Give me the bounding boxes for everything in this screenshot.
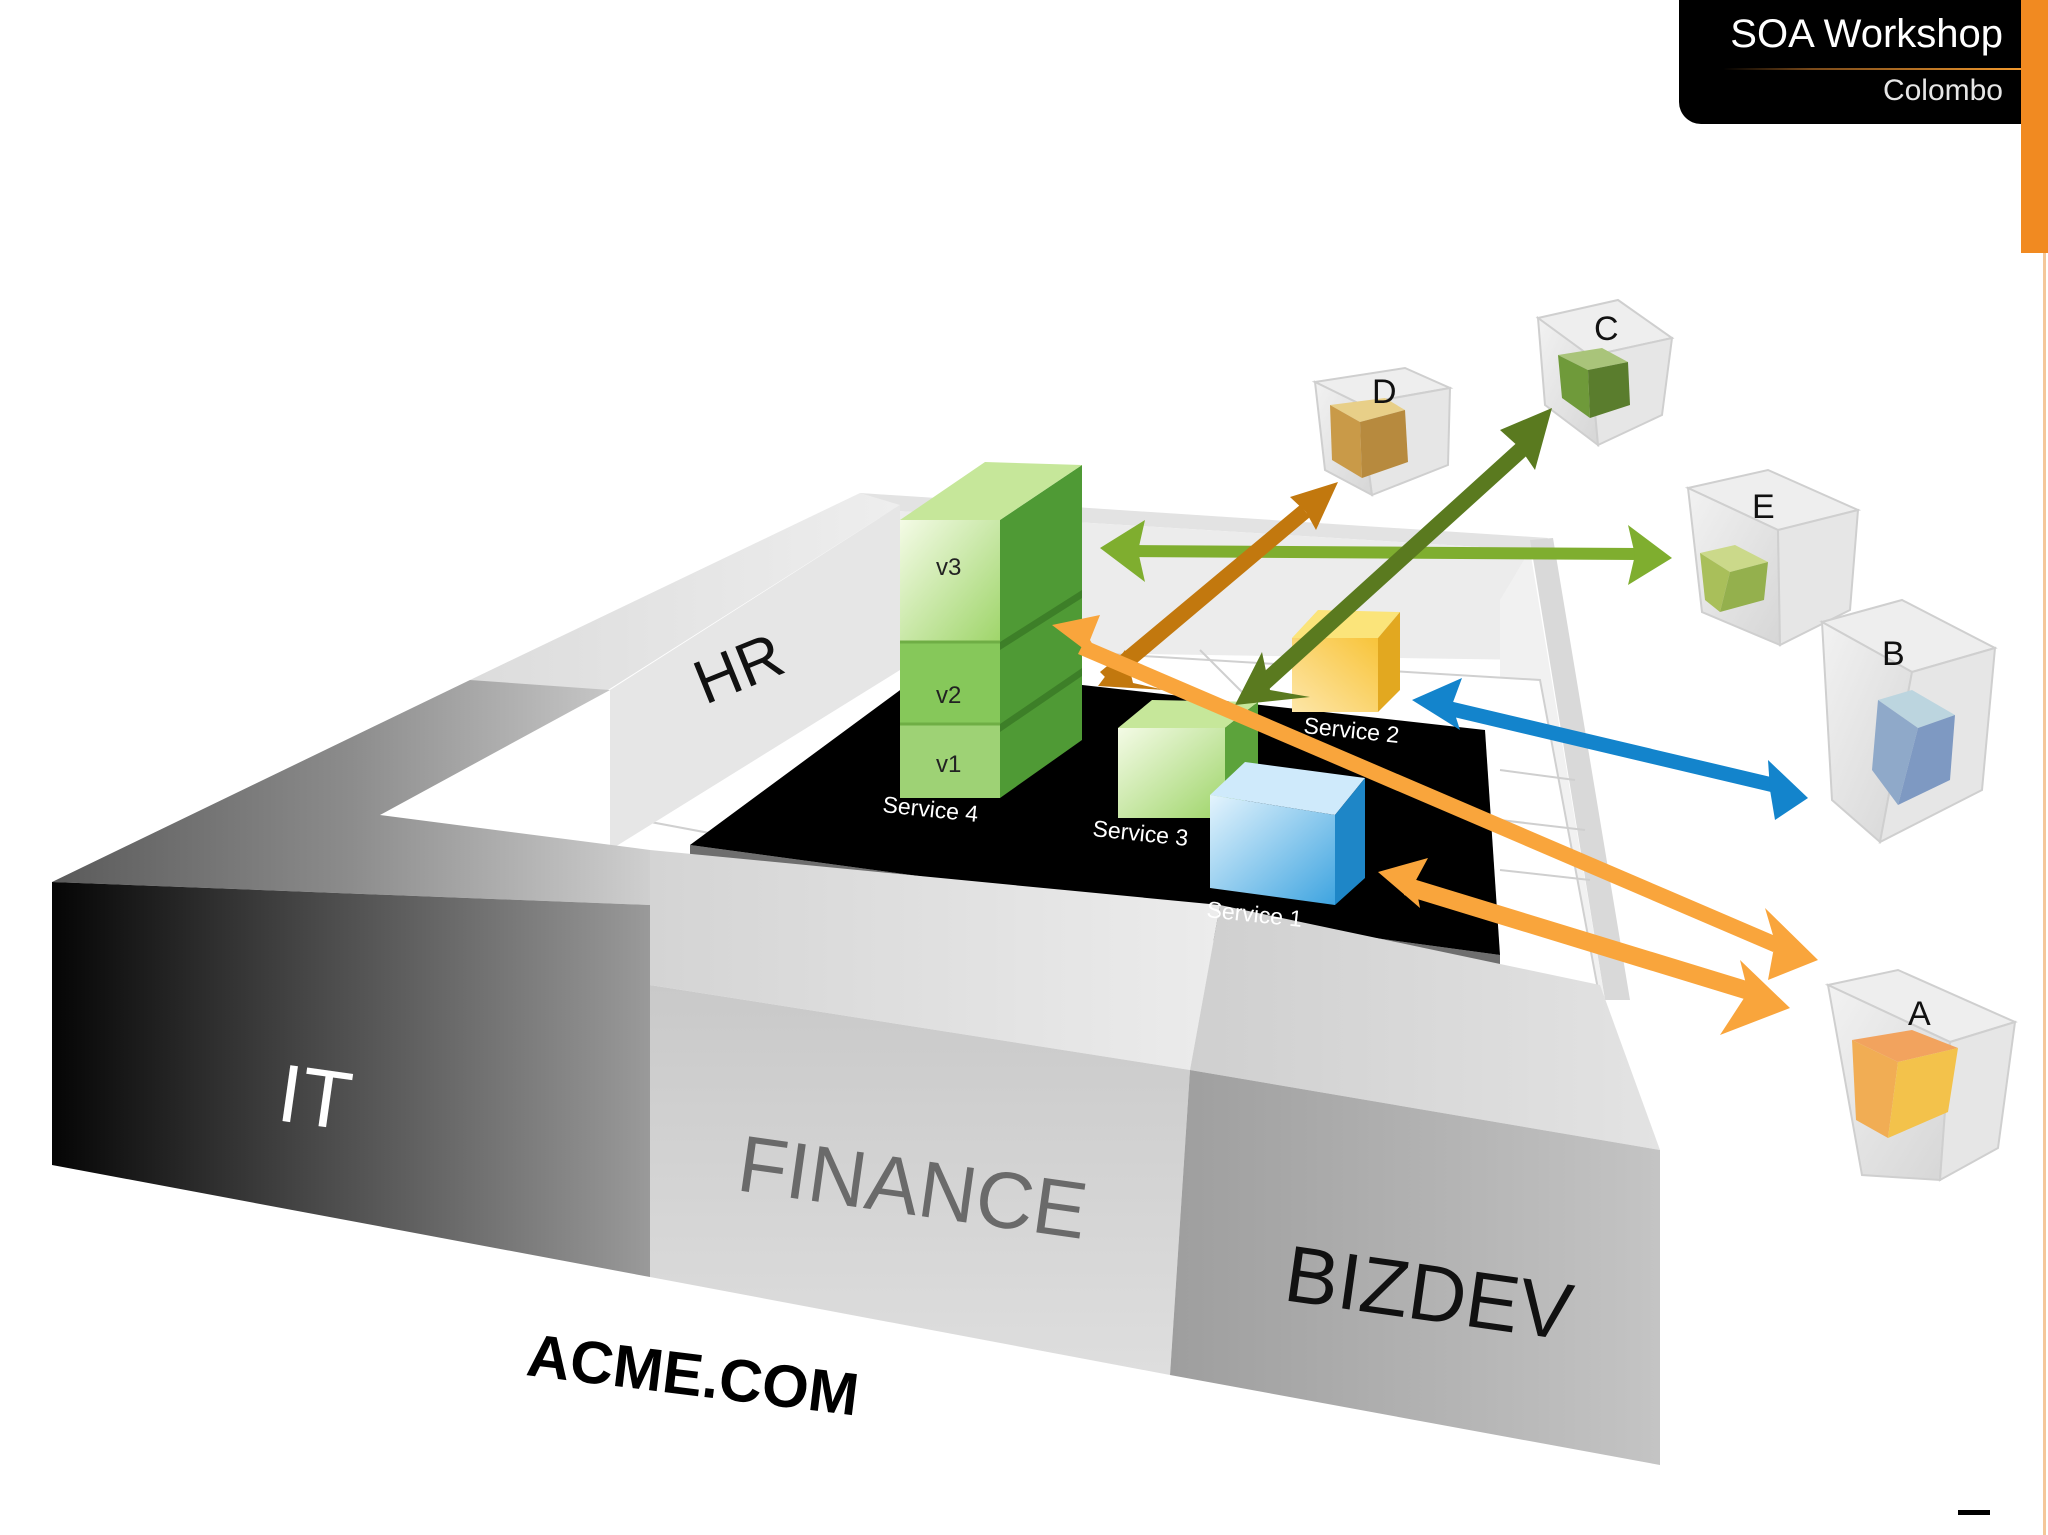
bizdev-wall-top <box>1190 905 1660 1150</box>
consumer-d-cube <box>1311 366 1454 497</box>
version-v2-label: v2 <box>936 682 961 709</box>
finance-wall-top <box>650 850 1220 1070</box>
it-wall-top <box>52 680 650 905</box>
arrow-service3-d <box>1098 482 1338 690</box>
consumer-c-label: C <box>1594 310 1619 348</box>
consumer-b-label: B <box>1882 635 1905 673</box>
arrow-b-service2 <box>1412 678 1808 820</box>
finance-wall-front <box>650 985 1190 1375</box>
hr-wall-face <box>610 505 900 850</box>
it-label: IT <box>272 1048 357 1148</box>
arrow-a-service1 <box>1378 858 1790 1035</box>
header-subtitle: Colombo <box>1882 74 2003 107</box>
bizdev-wall-front <box>1170 1070 1660 1465</box>
consumer-a-cube <box>1824 968 2018 1182</box>
service-4-v3-block <box>900 520 1000 642</box>
arrow-a-service4 <box>1052 615 1818 980</box>
header-badge: SOA Workshop Colombo <box>1679 0 2021 124</box>
consumer-e-label: E <box>1752 488 1775 526</box>
header-title: SOA Workshop <box>1730 12 2003 56</box>
orange-accent-strip <box>2021 0 2048 253</box>
service-4-v1-block <box>900 724 1000 798</box>
it-wall-front <box>52 882 650 1277</box>
organization-label: ACME.COM <box>523 1321 862 1428</box>
right-edge-line <box>2043 253 2046 1535</box>
consumer-c-cube <box>1535 298 1675 448</box>
consumer-d-label: D <box>1372 373 1397 411</box>
corner-mark <box>1958 1510 1990 1515</box>
hr-wall-top <box>470 493 900 695</box>
header-divider <box>1723 68 2021 70</box>
service-4-v2-block <box>900 642 1000 724</box>
service-4-top <box>900 462 1082 520</box>
version-v1-label: v1 <box>936 751 961 778</box>
right-wall-top <box>1530 538 1630 1000</box>
version-v3-label: v3 <box>936 554 961 581</box>
consumer-e-cube <box>1684 468 1862 647</box>
service-4-stack <box>900 462 1082 798</box>
arrow-c-service3 <box>1235 408 1552 705</box>
consumer-b-cube <box>1819 598 1998 844</box>
service-1-cube <box>1210 762 1365 905</box>
consumer-a-label: A <box>1908 995 1931 1033</box>
